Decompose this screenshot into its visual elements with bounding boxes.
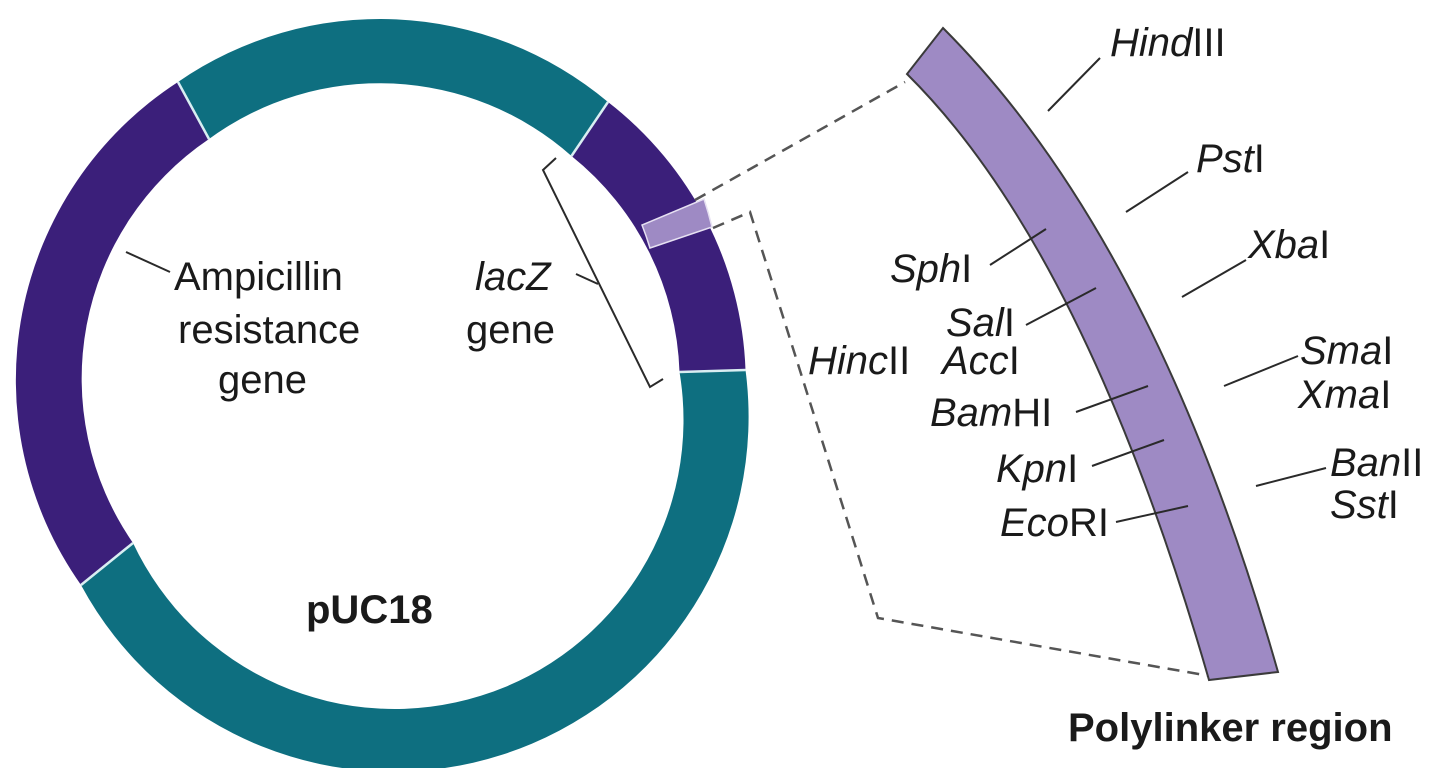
site-xbai: XbaI [1247,223,1330,267]
kpni-leader [1091,439,1165,467]
sphi-leader [989,228,1047,266]
site-psti: PstI [1196,137,1265,181]
site-sali: SalI [946,301,1015,345]
site-hincii: HincII [808,339,910,383]
site-bamhi: BamHI [930,391,1052,435]
backbone-segment-top [178,19,608,157]
bamhi-leader [1075,385,1149,413]
polylinker-band [905,26,1280,682]
polylinker-title: Polylinker region [1068,706,1393,750]
site-ssti: SstI [1330,483,1399,527]
site-acci: AccI [940,339,1020,383]
lacz-gene-label: gene [466,308,555,352]
site-smai: SmaI [1300,329,1393,373]
hindiii-leader [1047,57,1101,112]
zoom-line-bottom [712,210,1211,678]
site-kpni: KpnI [996,447,1078,491]
lacz-bracket [541,157,664,389]
plasmid-name: pUC18 [306,588,433,632]
site-banii: BanII [1330,441,1423,485]
backbone-segment-bottom [81,370,749,768]
site-sphi: SphI [890,247,972,291]
smai-leader [1223,355,1299,387]
site-hindiii: HindIII [1110,21,1226,65]
ampicillin-label-line3: gene [218,358,307,402]
zoom-line-top [694,80,906,202]
ampicillin-label-line2: resistance [178,308,360,352]
psti-leader [1125,171,1189,213]
ampicillin-leader [125,251,171,273]
sali-leader [1025,287,1097,326]
lacz-label: lacZ [475,255,552,299]
banii-leader [1255,467,1327,487]
ecori-leader [1115,505,1189,523]
site-ecori: EcoRI [1000,501,1109,545]
ampicillin-segment [15,82,210,585]
polylinker-on-ring [641,197,713,249]
restriction-leaders [989,57,1327,523]
ampicillin-label-line1: Ampicillin [174,255,343,299]
lacz-leader [575,273,599,285]
plasmid-ring [15,19,749,768]
site-xmai: XmaI [1297,373,1391,417]
xbai-leader [1181,259,1247,298]
